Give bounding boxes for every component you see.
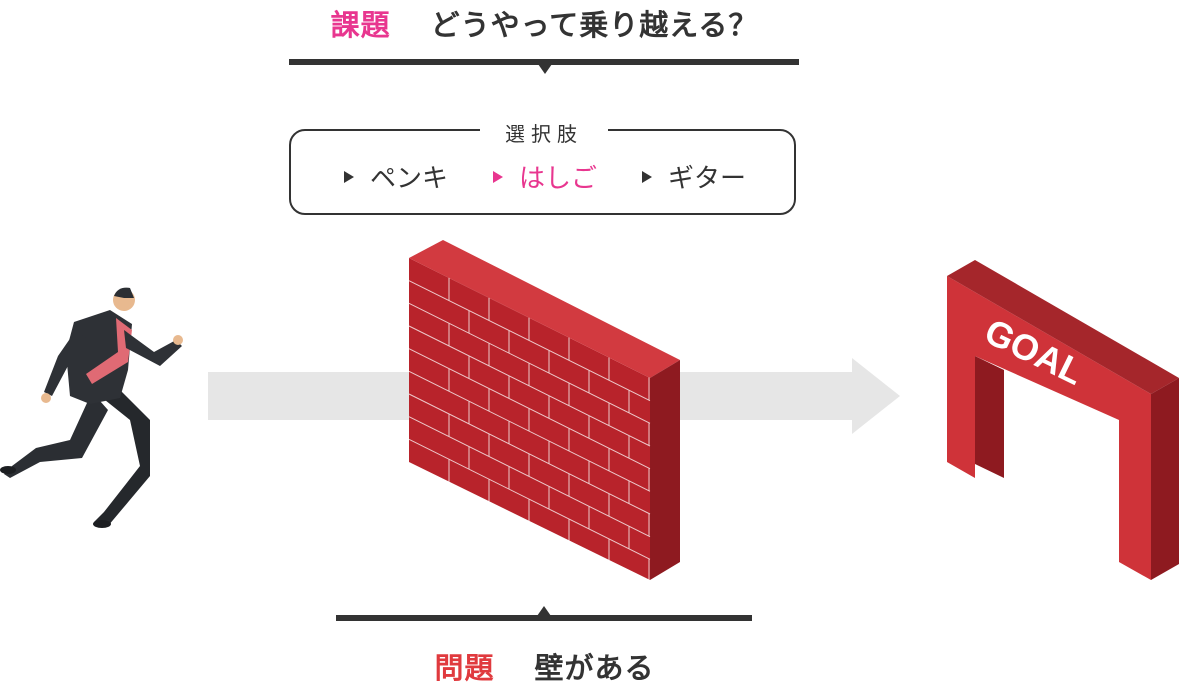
challenge-label: 課題 (330, 8, 391, 42)
options-title: 選択肢 (480, 118, 608, 147)
option-label: ペンキ (370, 164, 449, 194)
option-label: はしご (519, 164, 598, 194)
option-item: ペンキ (344, 158, 448, 195)
problem-heading: 問題 壁がある (0, 645, 1089, 687)
top-divider-notch (538, 64, 552, 74)
goal-arch: GOAL (947, 260, 1179, 580)
triangle-bullet-icon (344, 170, 354, 183)
running-businessman (0, 287, 183, 528)
bottom-divider (336, 615, 752, 621)
triangle-bullet-icon (642, 170, 652, 183)
brick-wall (408, 240, 680, 582)
option-label: ギター (668, 164, 747, 194)
challenge-heading: 課題 どうやって乗り越える？ (0, 2, 1089, 44)
option-item: はしご (493, 158, 597, 195)
option-item: ギター (642, 158, 746, 195)
challenge-text: どうやって乗り越える？ (430, 8, 759, 42)
bottom-divider-notch (537, 606, 551, 616)
triangle-bullet-icon (493, 170, 503, 183)
top-divider (289, 59, 799, 65)
problem-text: 壁がある (534, 651, 655, 685)
problem-label: 問題 (434, 651, 495, 685)
